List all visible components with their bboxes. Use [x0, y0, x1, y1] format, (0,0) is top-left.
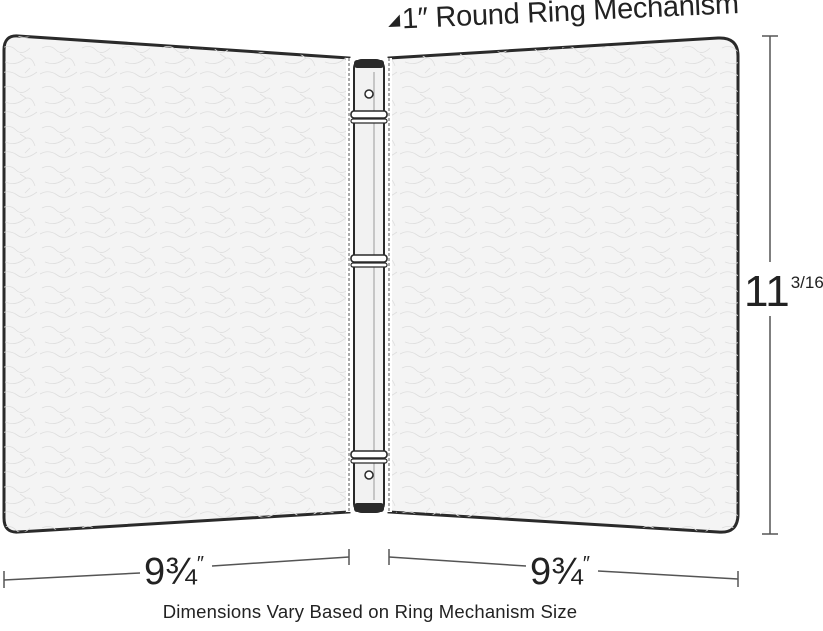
caption: Dimensions Vary Based on Ring Mechanism … [162, 601, 578, 622]
width-left-value: 9¾ [144, 551, 197, 593]
ring-bottom [350, 450, 388, 464]
ring-top [350, 110, 388, 124]
height-dimension-label: 113/16″ [744, 266, 823, 317]
width-label-right: 9¾″ [526, 551, 594, 594]
width-right-value: 9¾ [530, 551, 583, 593]
ring-mechanism [350, 59, 388, 513]
width-dimension-line-right [388, 549, 739, 587]
pointer-triangle-icon [387, 14, 401, 27]
rivet-bottom [364, 470, 374, 480]
ring-middle [350, 254, 388, 268]
height-whole: 11 [744, 267, 790, 316]
rivet-top [364, 89, 374, 99]
height-fraction: 3/16 [790, 273, 823, 292]
width-left-unit: ″ [196, 553, 204, 575]
width-label-left: 9¾″ [140, 551, 208, 594]
width-dimension-line-left [3, 549, 350, 588]
height-dimension-line [762, 35, 778, 535]
width-right-unit: ″ [582, 553, 590, 575]
